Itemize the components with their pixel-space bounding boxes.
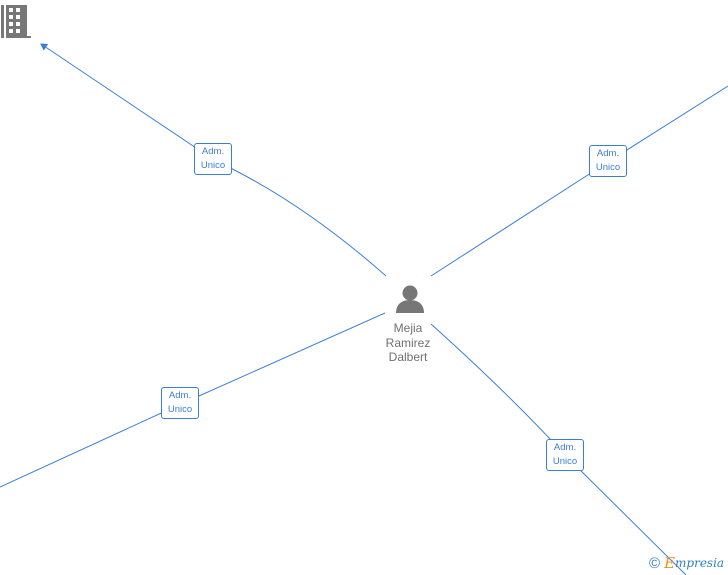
- role-line-1: Adm.: [201, 146, 225, 157]
- person-icon[interactable]: [396, 285, 424, 314]
- person-name-line-3: Dalbert: [388, 350, 428, 364]
- role-line-1: Adm.: [596, 148, 620, 159]
- role-line-1: Adm.: [168, 390, 192, 401]
- role-line-2: Unico: [552, 456, 578, 467]
- brand-logo-initial: E: [664, 554, 676, 572]
- person-name-line-1: Mejia: [393, 321, 423, 335]
- role-line-2: Unico: [200, 160, 226, 171]
- person-name[interactable]: Mejia Ramirez Dalbert: [370, 321, 446, 365]
- role-box-upper-right[interactable]: Adm. Unico: [589, 145, 627, 177]
- empresia-watermark: © E mpresia: [649, 553, 724, 573]
- brand-logo-text: mpresia: [675, 556, 725, 570]
- role-line-1: Adm.: [553, 442, 577, 453]
- building-icon[interactable]: [1, 5, 31, 38]
- edge-upper-right: [430, 85, 728, 277]
- role-box-upper-left[interactable]: Adm. Unico: [194, 143, 232, 175]
- role-box-lower-left[interactable]: Adm. Unico: [161, 387, 199, 419]
- role-line-2: Unico: [167, 404, 193, 415]
- role-box-lower-right[interactable]: Adm. Unico: [546, 439, 584, 471]
- role-line-2: Unico: [595, 162, 621, 173]
- person-name-line-2: Ramirez: [385, 335, 431, 350]
- copyright-icon: ©: [649, 554, 661, 572]
